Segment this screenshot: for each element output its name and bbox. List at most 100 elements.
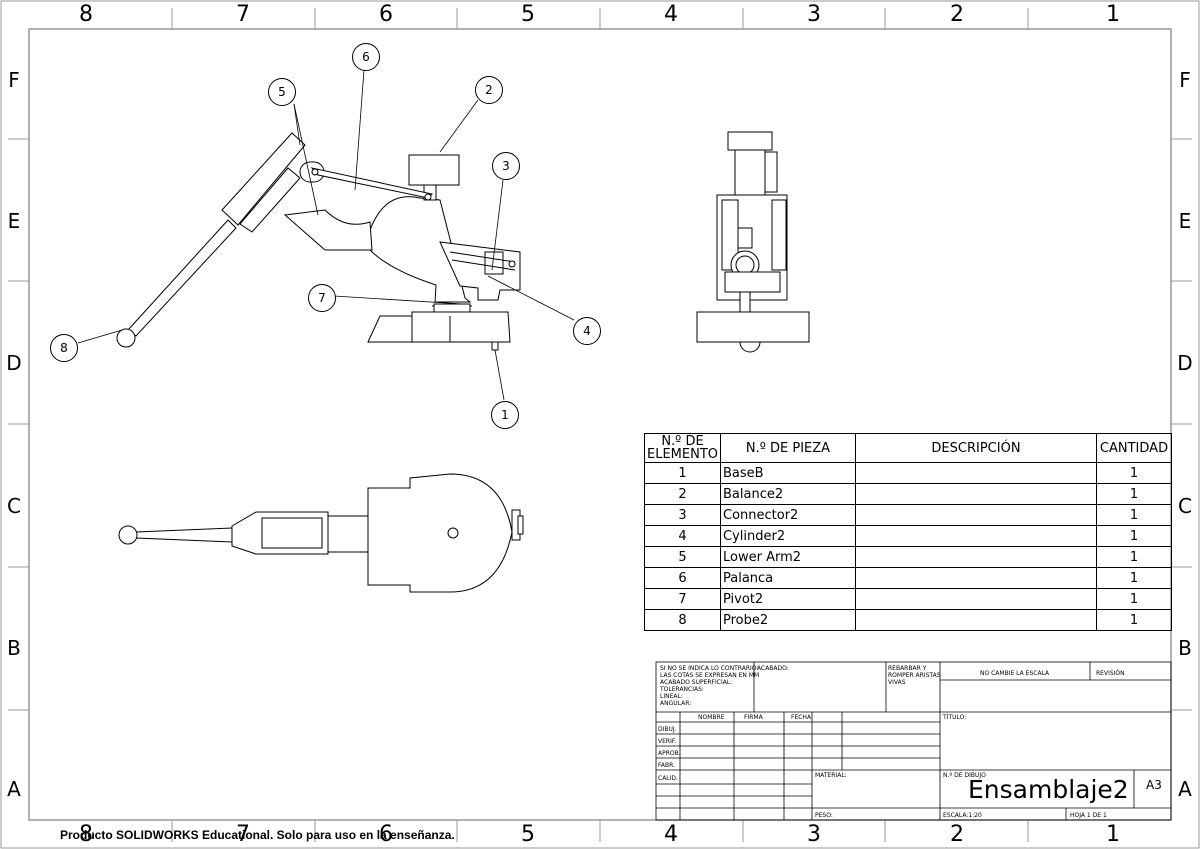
zone-row-E: E (7, 209, 21, 233)
balloon-7: 7 (308, 284, 336, 312)
leader-lines (77, 69, 575, 401)
lower-arm-part (283, 209, 373, 251)
zone-row-F: F (8, 68, 20, 92)
bill-of-materials: N.º DE ELEMENTO N.º DE PIEZA DESCRIPCIÓN… (644, 433, 1172, 631)
zone-ticks (8, 8, 1192, 842)
bom-desc (855, 546, 1097, 568)
bom-desc (855, 462, 1097, 484)
zone-col-6: 6 (379, 2, 393, 27)
bom-part: Pivot2 (720, 588, 856, 610)
top-view (118, 473, 524, 593)
bom-desc (855, 483, 1097, 505)
probe-part (127, 219, 237, 337)
zone-col-3-bottom: 3 (807, 822, 821, 847)
balloon-3: 3 (492, 152, 520, 180)
bom-qty: 1 (1096, 609, 1172, 631)
nombre-label: NOMBRE (698, 714, 725, 721)
zone-row-D: D (6, 351, 22, 375)
bom-header-description: DESCRIPCIÓN (855, 433, 1097, 463)
educational-watermark: Producto SOLIDWORKS Educational. Solo pa… (60, 828, 455, 842)
tolerance-notes: SI NO SE INDICA LO CONTRARIO: LAS COTAS … (660, 665, 760, 707)
bom-item: 1 (644, 462, 721, 484)
drawing-number-label: N.º DE DIBUJO (943, 772, 986, 779)
hoja-label: HOJA 1 DE 1 (1070, 812, 1107, 819)
acabado-label: ACABADO: (757, 665, 789, 672)
calid-label: CALID. (658, 775, 678, 782)
bom-part: Lower Arm2 (720, 546, 856, 568)
bom-desc (855, 525, 1097, 547)
bom-desc (855, 567, 1097, 589)
bom-qty: 1 (1096, 525, 1172, 547)
balance-part (369, 196, 472, 303)
bom-item: 6 (644, 567, 721, 589)
zone-col-3: 3 (807, 2, 821, 27)
firma-label: FIRMA (744, 714, 763, 721)
bom-part: Cylinder2 (720, 525, 856, 547)
bom-header-item: N.º DE ELEMENTO (644, 433, 721, 463)
bom-qty: 1 (1096, 504, 1172, 526)
base-part (367, 311, 511, 343)
balloon-1: 1 (491, 401, 519, 429)
zone-col-4-bottom: 4 (664, 822, 678, 847)
zone-col-1: 1 (1106, 2, 1120, 27)
bom-item: 4 (644, 525, 721, 547)
balloon-2: 2 (475, 76, 503, 104)
escala-label: ESCALA:1:20 (943, 812, 982, 819)
verif-label: VERIF. (658, 738, 677, 745)
bom-part: Balance2 (720, 483, 856, 505)
bom-part: Palanca (720, 567, 856, 589)
zone-col-1-bottom: 1 (1106, 822, 1120, 847)
fecha-label: FECHA (791, 714, 812, 721)
zone-row-C: C (7, 494, 21, 518)
zone-col-5: 5 (521, 2, 535, 27)
zone-col-7-bottom: 7 (236, 822, 250, 847)
zone-row-A-right: A (1178, 777, 1192, 801)
balloon-8: 8 (50, 334, 78, 362)
zone-col-7: 7 (236, 2, 250, 27)
bom-item: 3 (644, 504, 721, 526)
dibuj-label: DIBUJ. (658, 726, 677, 733)
zone-col-8: 8 (79, 2, 93, 27)
fabr-label: FABR. (658, 762, 675, 769)
bom-item: 7 (644, 588, 721, 610)
rebarbar-note: REBARBAR Y ROMPER ARISTAS VIVAS (888, 665, 941, 686)
bom-part: Connector2 (720, 504, 856, 526)
bom-qty: 1 (1096, 567, 1172, 589)
no-cambie-escala-label: NO CAMBIE LA ESCALA (980, 670, 1050, 677)
zone-row-D-right: D (1177, 351, 1193, 375)
zone-row-E-right: E (1178, 209, 1192, 233)
bom-item: 8 (644, 609, 721, 631)
bom-header-part: N.º DE PIEZA (720, 433, 856, 463)
bom-item: 5 (644, 546, 721, 568)
zone-row-B: B (7, 636, 21, 660)
zone-col-2: 2 (950, 2, 964, 27)
bom-part: BaseB (720, 462, 856, 484)
title-block-grid (655, 661, 1172, 821)
zone-col-6-bottom: 6 (379, 822, 393, 847)
drawing-number: Ensamblaje2 (968, 775, 1129, 804)
bom-part: Probe2 (720, 609, 856, 631)
bom-item: 2 (644, 483, 721, 505)
titulo-label: TÍTULO: (943, 714, 967, 721)
balloon-6: 6 (352, 43, 380, 71)
bom-qty: 1 (1096, 462, 1172, 484)
balloon-5: 5 (268, 78, 296, 106)
material-label: MATERIAL: (815, 772, 847, 779)
bom-desc (855, 504, 1097, 526)
revision-label: REVISIÓN (1096, 670, 1125, 677)
zone-row-A: A (7, 777, 21, 801)
bom-header-quantity: CANTIDAD (1096, 433, 1172, 463)
aprob-label: APROB. (658, 750, 681, 757)
zone-col-4: 4 (664, 2, 678, 27)
bom-qty: 1 (1096, 483, 1172, 505)
bom-header-row: N.º DE ELEMENTO N.º DE PIEZA DESCRIPCIÓN… (644, 433, 1172, 463)
bom-qty: 1 (1096, 588, 1172, 610)
bom-desc (855, 588, 1097, 610)
